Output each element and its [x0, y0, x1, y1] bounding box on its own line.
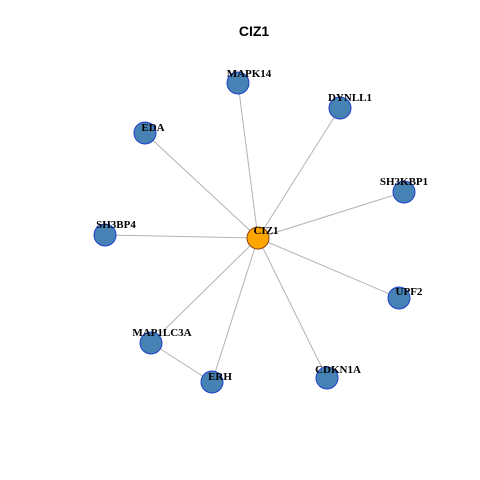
node-label-cdkn1a: CDKN1A: [315, 364, 361, 376]
node-label-sh3kbp1: SH3KBP1: [380, 176, 428, 188]
node-ciz1[interactable]: [246, 226, 270, 250]
node-label-ciz1: CIZ1: [253, 225, 278, 237]
node-label-erh: ERH: [208, 371, 232, 383]
edge-ciz1-upf2: [257, 237, 400, 299]
diagram-title: CIZ1: [239, 23, 270, 39]
node-dynll1[interactable]: [328, 96, 352, 120]
node-map1lc3a[interactable]: [139, 331, 163, 355]
node-cdkn1a[interactable]: [315, 366, 339, 390]
edge-ciz1-eda: [144, 132, 259, 239]
node-eda[interactable]: [133, 121, 157, 145]
edge-ciz1-sh3bp4: [104, 234, 259, 239]
edge-ciz1-cdkn1a: [257, 237, 328, 379]
node-sh3bp4[interactable]: [93, 223, 117, 247]
edge-map1lc3a-erh: [150, 342, 213, 383]
edge-ciz1-sh3kbp1: [257, 191, 405, 239]
node-label-eda: EDA: [141, 122, 164, 134]
node-label-dynll1: DYNLL1: [328, 92, 372, 104]
node-label-map1lc3a: MAP1LC3A: [132, 327, 191, 339]
node-erh[interactable]: [200, 370, 224, 394]
edge-ciz1-map1lc3a: [150, 237, 259, 344]
edge-ciz1-erh: [211, 237, 259, 383]
node-label-sh3bp4: SH3BP4: [96, 219, 136, 231]
edges-layer: [104, 82, 405, 383]
node-mapk14[interactable]: [226, 71, 250, 95]
node-label-upf2: UPF2: [396, 286, 423, 298]
node-upf2[interactable]: [387, 286, 411, 310]
edge-ciz1-mapk14: [237, 82, 259, 239]
nodes-layer: [93, 71, 416, 394]
edge-ciz1-dynll1: [257, 107, 341, 239]
node-label-mapk14: MAPK14: [227, 68, 272, 80]
node-sh3kbp1[interactable]: [392, 180, 416, 204]
